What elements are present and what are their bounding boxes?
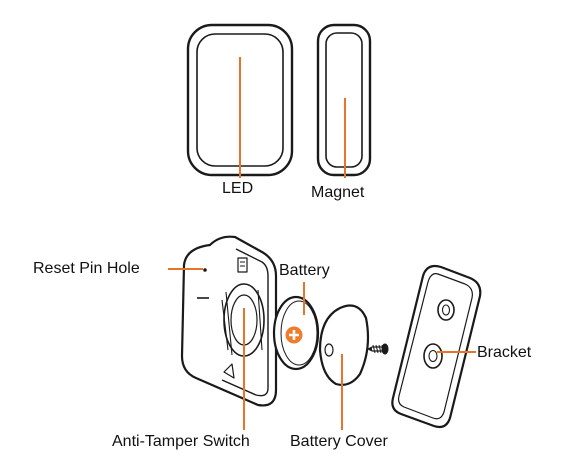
label-battery-cover: Battery Cover [290,433,388,451]
battery-cover [320,306,368,385]
label-bracket: Bracket [477,344,531,362]
label-anti-tamper-switch: Anti-Tamper Switch [112,433,250,451]
bracket-plate [392,266,480,427]
screw [368,344,388,354]
battery-cell [274,297,318,369]
sensor-body-open [182,237,276,406]
label-reset-pin-hole: Reset Pin Hole [33,260,140,278]
label-magnet: Magnet [311,184,364,202]
label-battery: Battery [279,262,330,280]
label-led: LED [222,180,253,198]
